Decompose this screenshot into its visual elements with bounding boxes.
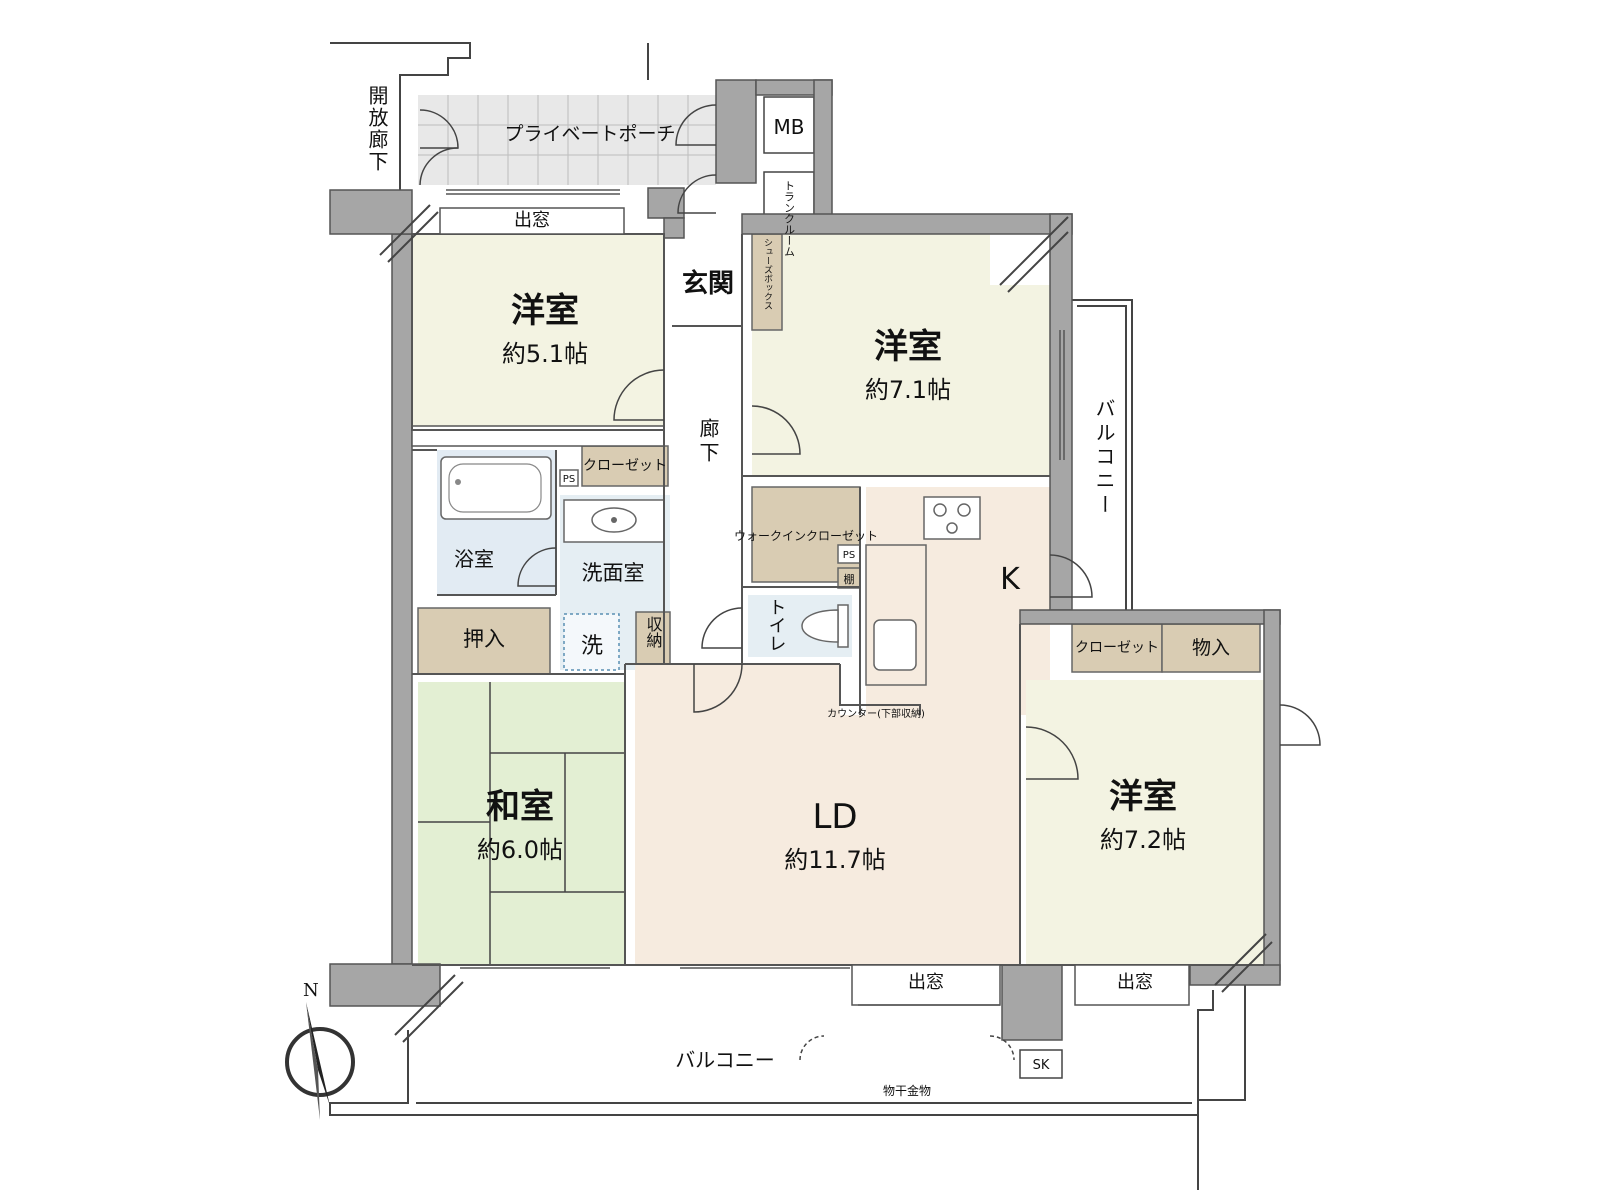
kitchen-sink (873, 619, 917, 671)
ps-1 (559, 469, 579, 487)
storage-blocks (417, 96, 1261, 1079)
room-fills (412, 95, 1264, 965)
trunk-room-label: トランクルーム (783, 180, 796, 257)
windows (439, 189, 1190, 1006)
hallway-floor (672, 326, 742, 656)
walls (329, 79, 1281, 1041)
mb-box (763, 96, 815, 154)
toilet-name: トイレ (766, 598, 787, 652)
kitchen-counter (865, 544, 927, 686)
toilet-tank (837, 604, 849, 648)
fixtures (440, 456, 981, 686)
western-room-3-size: 約7.2帖 (1100, 826, 1186, 854)
shoe-box (751, 233, 783, 331)
western-room-1-size: 約5.1帖 (502, 340, 588, 368)
western-room-3-floor (1026, 680, 1264, 965)
entrance-name: 玄関 (682, 268, 734, 299)
washroom-name: 洗面室 (582, 561, 645, 585)
storage-label: 収納 (644, 616, 663, 649)
doors (419, 104, 1321, 1061)
open-corridor-structure (330, 42, 649, 190)
closet-1 (581, 445, 669, 487)
walk-in-closet (751, 486, 861, 583)
clothes-hanger-label: 物干金物 (883, 1083, 931, 1098)
western-room-1-name: 洋室 (511, 291, 579, 331)
closet-1-label: クローゼット (583, 458, 667, 474)
walk-in-closet-label: ウォークインクローゼット (734, 529, 878, 543)
column-hatching (379, 204, 1273, 1043)
hallway-name: 廊下 (696, 418, 720, 466)
japanese-room-floor (418, 682, 625, 965)
bath-name: 浴室 (454, 547, 494, 571)
bay-window-bottom-2-label: 出窓 (1117, 972, 1153, 993)
porch-tile-grid (418, 95, 716, 185)
bay-window-bottom-1-label: 出窓 (908, 972, 944, 993)
sk-box (1019, 1049, 1063, 1079)
monoire-label: 物入 (1192, 637, 1230, 659)
compass-ring (285, 1027, 355, 1097)
balcony-south-outline (329, 979, 1268, 1190)
kitchen-name: K (1000, 562, 1021, 597)
partitions (411, 233, 1264, 966)
balcony-east-label: バルコニー (1092, 398, 1116, 518)
washer-space (563, 613, 620, 671)
oshiire-label: 押入 (463, 627, 505, 651)
balcony-south-label: バルコニー (675, 1048, 775, 1072)
japanese-room-size: 約6.0帖 (477, 836, 563, 864)
private-porch-floor (418, 95, 716, 185)
ps-2-label: PS (843, 550, 855, 561)
private-porch-label: プライベートポーチ (504, 123, 675, 145)
western-room-1-floor (412, 234, 664, 430)
western-room-2-size: 約7.1帖 (865, 376, 951, 404)
living-dining-name: LD (812, 797, 857, 837)
closet-2-label: クローゼット (1075, 640, 1159, 656)
north-label: N (303, 980, 319, 1001)
shoe-box-label: シューズボックス (762, 238, 773, 310)
north-compass: N (285, 980, 355, 1120)
tatami-layout (418, 682, 625, 965)
room-labels: 洋室 約5.1帖 洋室 約7.1帖 洋室 約7.2帖 和室 約6.0帖 LD 約… (454, 115, 1230, 1098)
living-dining-size: 約11.7帖 (784, 846, 885, 874)
living-dining-floor (635, 664, 1020, 965)
compass-needle-icon (306, 1002, 330, 1106)
toilet-bowl (801, 609, 839, 643)
western-room-3-name: 洋室 (1109, 777, 1177, 817)
mb-label: MB (774, 115, 805, 139)
open-corridor-label: 開放廊下 (365, 85, 389, 173)
sk-label: SK (1033, 1058, 1050, 1073)
bay-window-top-label: 出窓 (514, 210, 550, 231)
stove (923, 496, 981, 540)
balcony-east-outline (1072, 299, 1133, 612)
japanese-room-name: 和室 (486, 787, 554, 827)
shelf-label: 棚 (844, 572, 855, 586)
western-room-2-name: 洋室 (874, 327, 942, 367)
washer-label: 洗 (581, 634, 603, 659)
western-room-2-floor (752, 234, 1050, 476)
counter-label: カウンター(下部収納) (827, 707, 925, 720)
ps-1-label: PS (563, 474, 575, 485)
vertical-labels: 開放廊下 廊下 バルコニー トイレ 収納 シューズボックス トランクルーム (365, 85, 1116, 652)
